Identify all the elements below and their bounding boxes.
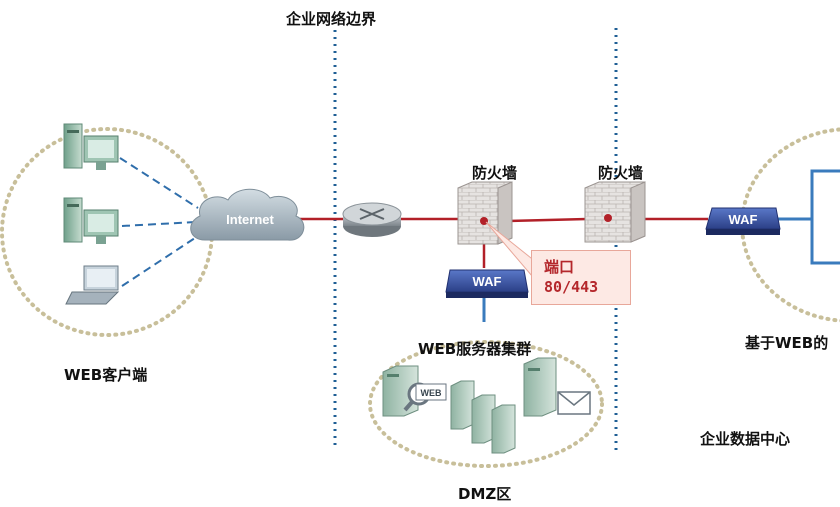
firewall-label-2: 防火墙 [598,164,644,182]
waf-dc-label: WAF [729,212,758,227]
blue-links [482,169,840,322]
dmz-zone-circle [368,340,604,468]
cloud-icon [190,188,305,241]
web-cluster-label: WEB服务器集群 [418,340,532,358]
client-links [119,157,199,287]
firewall-icon [584,181,646,243]
internet-label: Internet [226,212,274,227]
desktop-pc-icon [63,197,119,244]
server-icon [450,380,516,454]
waf-dmz-label: WAF [473,274,502,289]
firewall-icon [457,181,513,245]
port-value: 80/443 [544,278,599,296]
server-icon [523,357,557,417]
dmz-label: DMZ区 [458,485,512,503]
magnifier-icon: WEB [403,382,447,412]
desktop-pc-icon [63,123,119,170]
port-title: 端口 [544,258,575,276]
mail-icon [557,391,591,415]
boundary-label: 企业网络边界 [286,10,377,28]
router-icon [342,202,402,237]
main-red-link [300,217,708,268]
web-based-label: 基于WEB的 [745,334,829,352]
firewall-label-1: 防火墙 [472,164,518,182]
waf-appliance-icon [705,207,781,235]
port-callout: 端口 80/443 [531,250,631,305]
waf-appliance-icon [445,269,529,298]
datacenter-label: 企业数据中心 [700,430,791,448]
web-tag-label: WEB [421,388,442,398]
laptop-icon [65,265,120,305]
web-clients-label: WEB客户端 [64,366,148,384]
